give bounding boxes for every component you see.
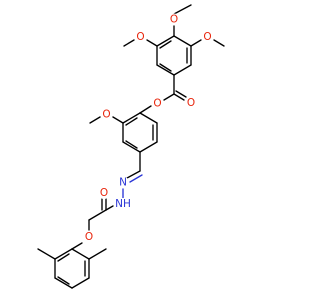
- bond: [57, 253, 70, 262]
- ester-group: [139, 74, 187, 114]
- bond: [156, 64, 175, 76]
- bond: [159, 40, 172, 49]
- atom-labels: O O O O O O N NH O O: [83, 13, 214, 243]
- bond: [139, 141, 158, 153]
- bond: [57, 276, 70, 285]
- atom-oxygen: O: [102, 109, 110, 121]
- atom-oxygen: O: [170, 14, 178, 26]
- bond: [173, 93, 185, 101]
- bond: [156, 35, 175, 47]
- bond: [89, 116, 101, 124]
- bond: [173, 4, 192, 15]
- methoxyphenyl-ring: [122, 112, 158, 153]
- bond: [71, 277, 90, 289]
- bond: [105, 205, 114, 211]
- bond: [122, 141, 141, 153]
- structure-diagram: O O O O O O N NH O O: [37, 4, 225, 289]
- bond: [71, 248, 90, 260]
- bond: [54, 248, 73, 260]
- atom-oxygen: O: [187, 97, 195, 109]
- atom-nitrogen: N: [119, 177, 127, 189]
- atom-oxygen: O: [85, 231, 93, 243]
- bond: [122, 112, 141, 124]
- bond: [163, 93, 175, 101]
- atom-nitrogen-h: NH: [115, 198, 131, 210]
- methoxy-top: [173, 4, 192, 37]
- bond: [125, 117, 138, 126]
- bond: [159, 63, 172, 72]
- bond: [123, 39, 135, 47]
- bond: [37, 248, 56, 260]
- bond: [173, 64, 192, 76]
- atom-oxygen: O: [153, 98, 161, 110]
- bond: [125, 140, 138, 149]
- trimethoxyphenyl-ring: [156, 35, 192, 76]
- methoxy-vanillyl: [89, 116, 124, 124]
- bond: [71, 242, 83, 250]
- bond: [175, 90, 187, 98]
- atom-oxygen: O: [203, 31, 211, 43]
- hydrazone-linker: [122, 151, 143, 199]
- bond: [146, 39, 158, 47]
- molecule-canvas: O O O O O O N NH O O: [37, 4, 225, 289]
- bond: [54, 277, 73, 289]
- bond: [88, 248, 107, 260]
- bond: [112, 116, 124, 124]
- bond: [129, 174, 143, 183]
- bond: [190, 39, 202, 47]
- atom-oxygen: O: [136, 31, 144, 43]
- bond: [126, 170, 141, 179]
- methyl-groups: [37, 248, 107, 260]
- bond: [88, 209, 107, 221]
- bond: [139, 112, 158, 124]
- bond: [139, 105, 152, 114]
- atom-oxygen: O: [100, 187, 108, 199]
- dimethylphenyl-ring: [54, 248, 90, 289]
- methoxy-right: [190, 39, 225, 47]
- acetamide-group: [71, 197, 114, 250]
- methoxy-left: [123, 39, 158, 47]
- bond: [213, 39, 225, 47]
- bond: [173, 35, 192, 47]
